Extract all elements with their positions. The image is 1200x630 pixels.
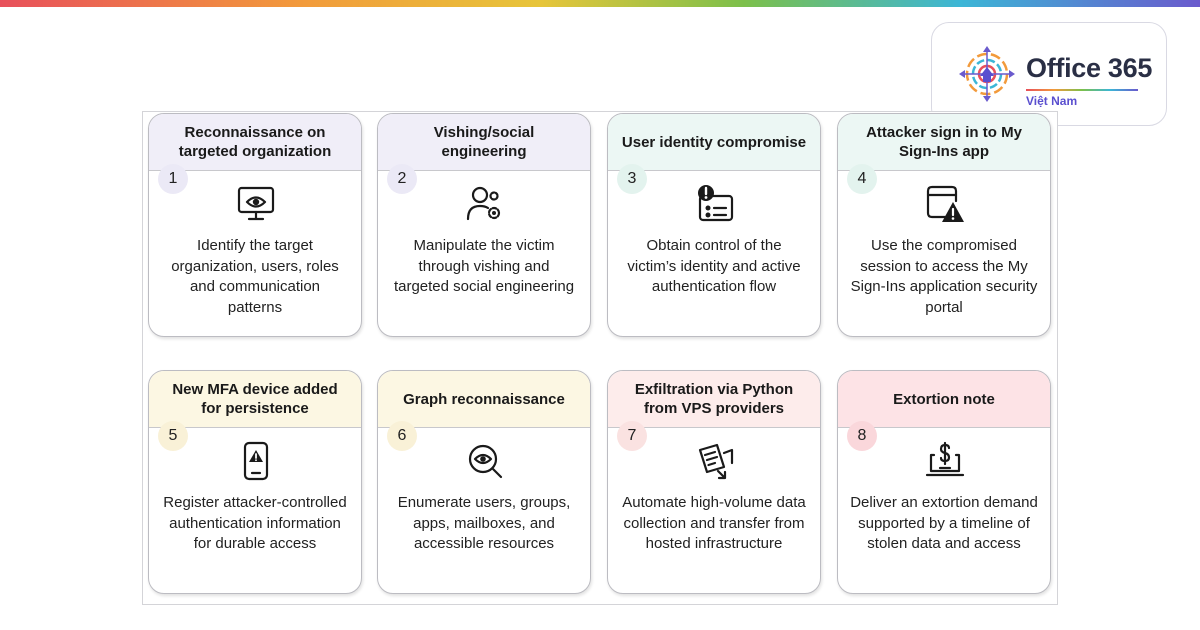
step-header: Attacker sign in to My Sign-Ins app bbox=[838, 114, 1050, 171]
step-title: Graph reconnaissance bbox=[403, 390, 565, 408]
step-title: New MFA device added for persistence bbox=[172, 381, 338, 417]
step-description: Manipulate the victim through vishing an… bbox=[393, 237, 575, 295]
step-header: User identity compromise bbox=[608, 114, 820, 171]
step-card-4: Attacker sign in to My Sign-Ins app 4 Us… bbox=[837, 113, 1051, 337]
step-description: Identify the target organization, users,… bbox=[171, 237, 339, 316]
step-title: Extortion note bbox=[893, 390, 995, 408]
step-card-8: Extortion note 8 Deliver an extortion de… bbox=[837, 370, 1051, 594]
step-title: Vishing/social engineering bbox=[433, 124, 535, 160]
step-description: Automate high-volume data collection and… bbox=[622, 494, 806, 552]
step-title: Exfiltration via Python from VPS provide… bbox=[634, 381, 794, 417]
step-card-7: Exfiltration via Python from VPS provide… bbox=[607, 370, 821, 594]
monitor-eye-icon bbox=[237, 186, 275, 221]
step-description: Obtain control of the victim’s identity … bbox=[627, 237, 801, 295]
step-header: Reconnaissance on targeted organization bbox=[149, 114, 361, 171]
step-number: 8 bbox=[847, 421, 877, 451]
documents-arrow-icon bbox=[698, 443, 734, 480]
search-eye-icon bbox=[468, 444, 503, 479]
step-number: 6 bbox=[387, 421, 417, 451]
id-card-alert-icon bbox=[698, 185, 734, 222]
step-description: Enumerate users, groups, apps, mailboxes… bbox=[397, 494, 571, 552]
step-title: Reconnaissance on targeted organization bbox=[178, 124, 332, 160]
step-card-1: Reconnaissance on targeted organization … bbox=[148, 113, 362, 337]
step-title: Attacker sign in to My Sign-Ins app bbox=[866, 124, 1022, 160]
step-header: New MFA device added for persistence bbox=[149, 371, 361, 428]
laptop-dollar-icon bbox=[925, 441, 965, 477]
step-number: 4 bbox=[847, 164, 877, 194]
step-card-5: New MFA device added for persistence 5 R… bbox=[148, 370, 362, 594]
step-card-6: Graph reconnaissance 6 Enumerate users, … bbox=[377, 370, 591, 594]
step-header: Extortion note bbox=[838, 371, 1050, 428]
brand-underline bbox=[1026, 89, 1138, 91]
step-header: Graph reconnaissance bbox=[378, 371, 590, 428]
step-number: 3 bbox=[617, 164, 647, 194]
step-number: 5 bbox=[158, 421, 188, 451]
step-description: Use the compromised session to access th… bbox=[850, 237, 1038, 316]
brand-logo-card: Office 365 Việt Nam bbox=[931, 22, 1167, 126]
step-number: 1 bbox=[158, 164, 188, 194]
phone-warning-icon bbox=[243, 441, 269, 481]
step-description: Deliver an extortion demand supported by… bbox=[850, 494, 1038, 552]
step-header: Exfiltration via Python from VPS provide… bbox=[608, 371, 820, 428]
step-card-2: Vishing/social engineering 2 Manipulate … bbox=[377, 113, 591, 337]
office-365-logo-icon bbox=[959, 46, 1015, 102]
step-description: Register attacker-controlled authenticat… bbox=[163, 494, 347, 552]
step-number: 2 bbox=[387, 164, 417, 194]
brand-title: Office 365 bbox=[1026, 53, 1153, 83]
user-gear-icon bbox=[466, 186, 501, 221]
brand-subtitle: Việt Nam bbox=[1026, 94, 1078, 108]
step-header: Vishing/social engineering bbox=[378, 114, 590, 171]
step-title: User identity compromise bbox=[621, 133, 807, 151]
step-card-3: User identity compromise 3 Obtain contro… bbox=[607, 113, 821, 337]
top-gradient-bar bbox=[0, 0, 1200, 7]
step-number: 7 bbox=[617, 421, 647, 451]
window-warning-icon bbox=[926, 185, 964, 222]
